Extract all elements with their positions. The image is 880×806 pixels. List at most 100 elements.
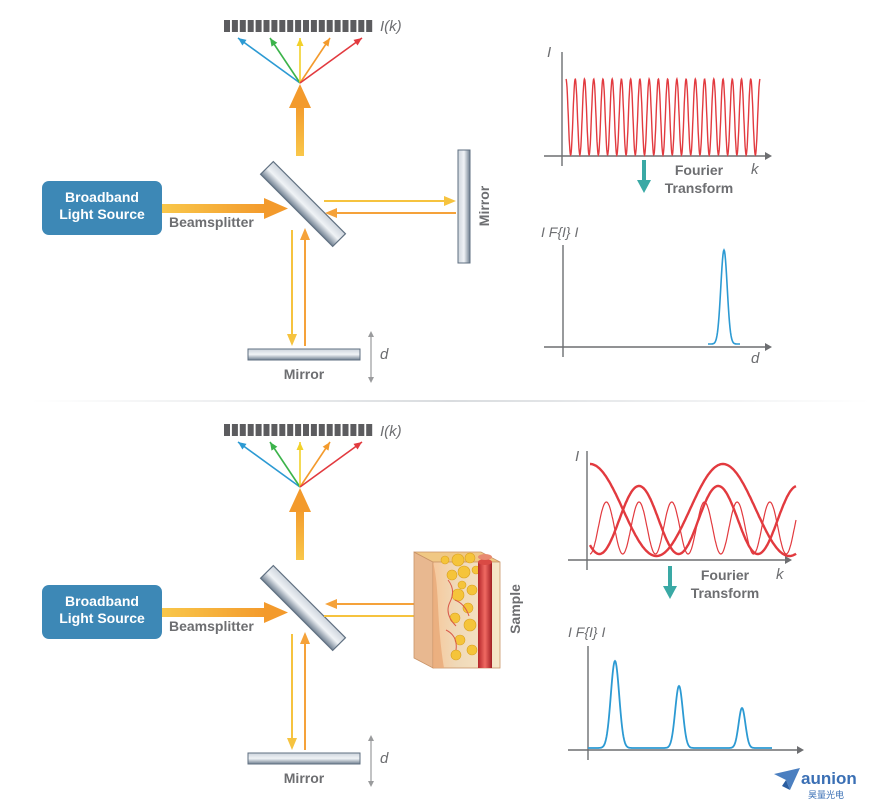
beam-to-detector (289, 488, 311, 560)
input-beam (162, 198, 288, 219)
detector-pixel (358, 424, 365, 436)
detector-pixel (287, 424, 294, 436)
detector-pixel (350, 424, 357, 436)
plot-ylabel: I F{I} I (541, 224, 578, 240)
detector-label: I(k) (380, 423, 402, 440)
displacement-arrow (368, 735, 374, 787)
red-wavelength-arrow (299, 37, 363, 84)
plot-xlabel: k (751, 161, 760, 178)
detector-pixel (334, 20, 341, 32)
fourier-transform-arrow (637, 160, 651, 193)
ascan-plot: I F{I} I (568, 624, 804, 760)
detector-array (224, 424, 373, 436)
red-wavelength-arrow (299, 441, 363, 488)
detector-pixel (279, 20, 286, 32)
source-label-line1: Broadband (65, 593, 139, 609)
beamsplitter-label: Beamsplitter (169, 214, 254, 230)
interferogram-plot: I k (544, 44, 772, 178)
detector-pixel (366, 20, 373, 32)
detector-pixel (318, 424, 325, 436)
detector-pixel (310, 20, 317, 32)
plot-ylabel: I (547, 44, 551, 61)
detector-pixel (239, 20, 246, 32)
reference-arm-beams (287, 632, 310, 750)
detector-pixel (271, 20, 278, 32)
plot-xlabel: k (776, 566, 785, 583)
side-mirror-label: Mirror (476, 185, 492, 226)
sample-label: Sample (507, 584, 523, 634)
displacement-arrow (368, 331, 374, 383)
detector-pixel (358, 20, 365, 32)
detector-pixel (231, 20, 238, 32)
bottom-mirror-label: Mirror (284, 366, 325, 382)
detector-pixel (295, 20, 302, 32)
green-wavelength-arrow (269, 441, 301, 488)
side-mirror (457, 149, 471, 264)
orange-wavelength-arrow (299, 37, 331, 84)
detector-pixel (239, 424, 246, 436)
section-divider (30, 400, 870, 402)
tissue-sample (413, 551, 501, 669)
plot-xlabel: d (751, 350, 760, 367)
ascan-plot: I F{I} I d (541, 224, 772, 367)
depth-peaks (588, 659, 772, 749)
interferogram-signal-3 (589, 501, 797, 555)
transform-label-line1: Fourier (675, 162, 724, 178)
detector-pixel (224, 424, 230, 436)
source-label-line1: Broadband (65, 189, 139, 205)
detector-pixel (231, 424, 238, 436)
transform-label-line2: Transform (691, 585, 759, 601)
interferogram-signal (565, 76, 761, 158)
spectrum-arrows (237, 37, 363, 84)
detector-pixel (247, 424, 254, 436)
light-source-box: Broadband Light Source (42, 585, 162, 639)
displacement-label: d (380, 346, 389, 363)
bottom-mirror-label: Mirror (284, 770, 325, 786)
fat-cells (440, 552, 481, 661)
fourier-transform-arrow (663, 566, 677, 599)
beam-to-detector (289, 84, 311, 156)
bottom-mirror (247, 348, 361, 361)
reference-arm-beams (324, 196, 456, 218)
detector-pixel (279, 424, 286, 436)
beamsplitter (259, 564, 347, 652)
aunion-logo: aunion 昊量光电 (774, 768, 857, 801)
detector-pixel (350, 20, 357, 32)
bottom-mirror (247, 752, 361, 765)
plot-ylabel: I F{I} I (568, 624, 605, 640)
detector-array (224, 20, 373, 32)
detector-pixel (342, 20, 349, 32)
light-source-box: Broadband Light Source (42, 181, 162, 235)
detector-pixel (295, 424, 302, 436)
bottom-panel: I(k) Broadband Light Source Beamsplitter (42, 423, 804, 787)
transform-label-line2: Transform (665, 180, 733, 196)
displacement-label: d (380, 750, 389, 767)
detector-pixel (247, 20, 254, 32)
detector-pixel (326, 20, 333, 32)
blue-wavelength-arrow (237, 441, 301, 488)
detector-pixel (366, 424, 373, 436)
detector-pixel (303, 20, 309, 32)
interferogram-signal-2 (588, 484, 797, 556)
detector-pixel (255, 20, 262, 32)
blue-wavelength-arrow (237, 37, 301, 84)
detector-pixel (326, 424, 333, 436)
detector-pixel (303, 424, 309, 436)
logo-icon (774, 768, 800, 790)
detector-pixel (255, 424, 262, 436)
green-wavelength-arrow (269, 37, 301, 84)
detector-pixel (263, 424, 270, 436)
detector-pixel (271, 424, 278, 436)
source-label-line2: Light Source (59, 206, 145, 222)
logo-subtitle: 昊量光电 (808, 789, 844, 801)
detector-pixel (287, 20, 294, 32)
detector-pixel (310, 424, 317, 436)
interferogram-signal-1 (590, 462, 797, 558)
detector-pixel (263, 20, 270, 32)
detector-pixel (334, 424, 341, 436)
transform-label-line1: Fourier (701, 567, 750, 583)
depth-peak (708, 248, 740, 345)
orange-wavelength-arrow (299, 441, 331, 488)
detector-pixel (342, 424, 349, 436)
